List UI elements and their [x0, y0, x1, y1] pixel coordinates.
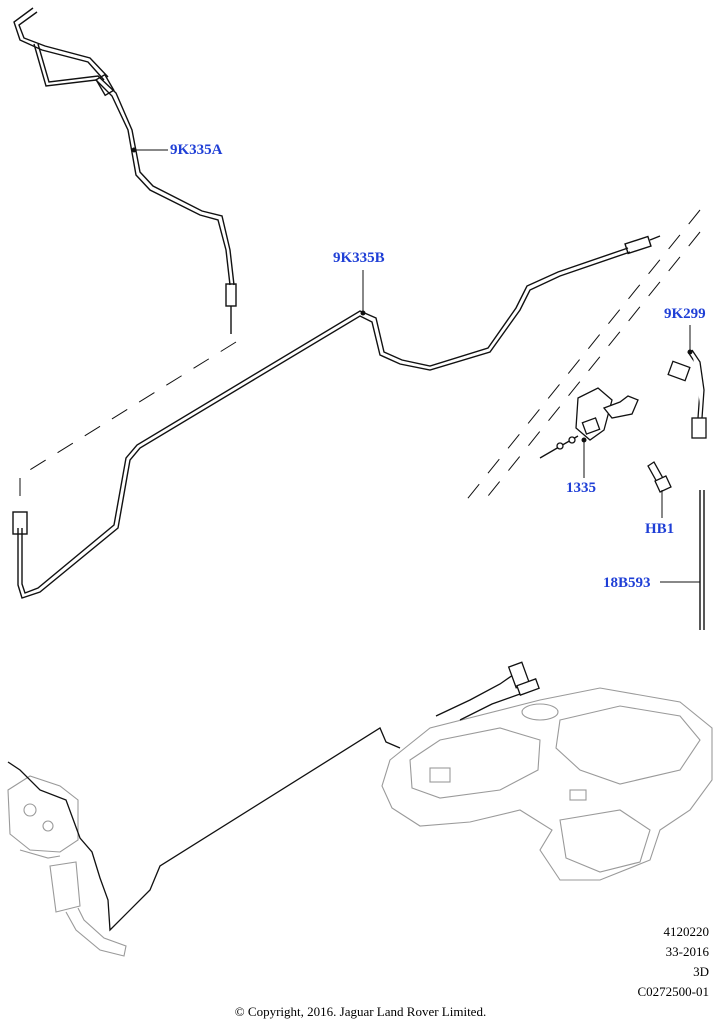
valve-installed — [507, 661, 540, 696]
callout-9k335a[interactable]: 9K335A — [170, 142, 223, 158]
bolt-hb1[interactable] — [647, 461, 672, 493]
dashed-guide-lines — [19, 209, 701, 509]
copyright-notice: © Copyright, 2016. Jaguar Land Rover Lim… — [234, 1004, 487, 1019]
callout-18b593[interactable]: 18B593 — [603, 575, 651, 591]
callout-1335[interactable]: 1335 — [566, 480, 596, 496]
reference-line-1: 4120220 — [663, 924, 710, 939]
callout-9k299[interactable]: 9K299 — [664, 306, 706, 322]
callout-dot-1335 — [581, 437, 587, 443]
callout-hb1[interactable]: HB1 — [645, 521, 675, 537]
fuel-tank-ghost — [381, 687, 713, 881]
illustration-reference: 4120220 33-2016 3D C0272500-01 — [638, 922, 710, 1002]
connector-9k299[interactable] — [667, 349, 707, 439]
valve-bracket-1335[interactable] — [539, 387, 639, 459]
pipe-9k335b[interactable] — [12, 235, 661, 599]
callout-9k335b[interactable]: 9K335B — [333, 250, 385, 266]
hose-18b593[interactable] — [699, 490, 705, 630]
vapour-line-installed[interactable] — [7, 669, 521, 932]
pipe-9k335a[interactable] — [13, 7, 237, 334]
reference-line-2: 33-2016 — [665, 944, 709, 959]
reference-line-4: C0272500-01 — [637, 984, 710, 999]
canister-ghost — [7, 775, 127, 957]
reference-line-3: 3D — [693, 964, 709, 979]
